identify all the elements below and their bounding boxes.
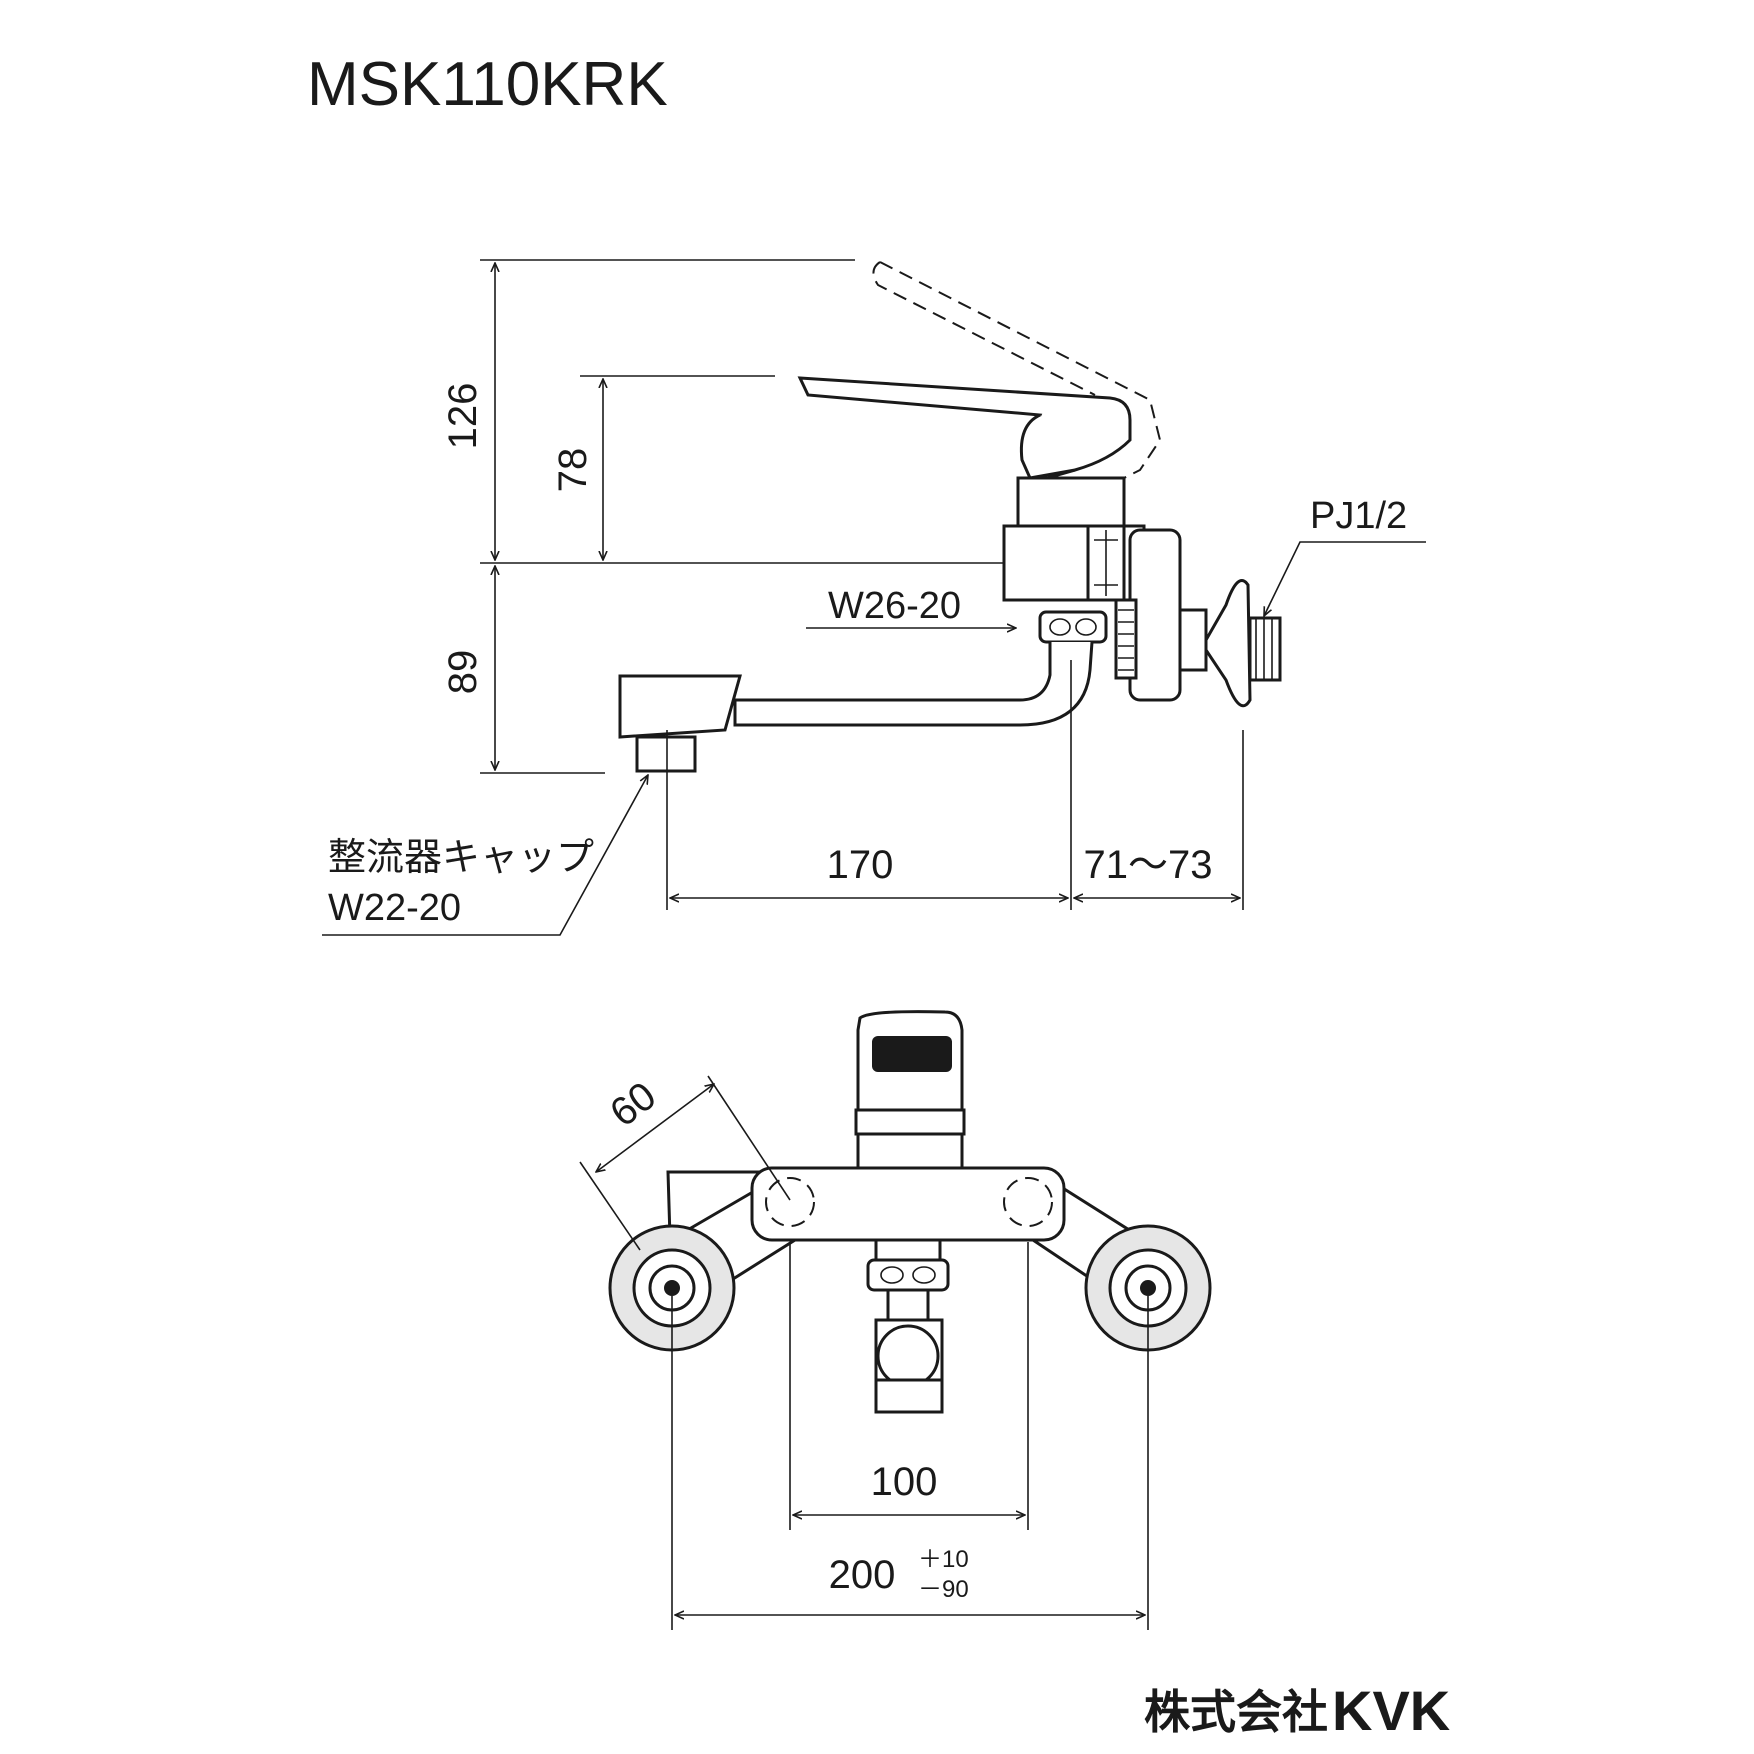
elbow-threads [1118,609,1134,671]
cartridge-body [1016,476,1126,528]
dim-170-text: 170 [827,843,894,887]
dim-100-text: 100 [871,1460,938,1504]
front-swivel-hole-2 [912,1266,936,1284]
company-name: 株式会社 [1144,1686,1328,1738]
dim-200-text: 200 [829,1553,896,1597]
leader-pj [1264,541,1426,616]
front-hidden-port-left [765,1177,815,1227]
spout-pipe [733,641,1094,727]
front-swivel-nut [866,1258,950,1292]
union-nut [1178,608,1208,672]
lever-handle [797,376,1132,482]
model-title: MSK110KRK [307,50,668,119]
front-hidden-port-right [1003,1177,1053,1227]
elbow-nut [1114,598,1138,680]
lever-raised-dashed [872,261,1162,481]
lever-neck [1019,413,1076,480]
front-swivel-hole-1 [880,1266,904,1284]
front-cartridge [856,1132,964,1172]
wall-flange [1204,579,1252,708]
dim-60-line [596,1084,714,1172]
leader-cap [322,775,648,936]
ext-line-60-right [707,1075,791,1201]
front-elbow-left-hole [664,1280,680,1296]
aerator-cap [635,735,697,773]
front-view: 60 100 200 ＋10 －90 [579,1010,1212,1630]
front-spout-neck [886,1288,930,1326]
company-logo: 株式会社 KVK [1144,1679,1450,1742]
front-aerator [874,1378,944,1414]
dim-60-text: 60 [602,1074,664,1136]
dim-78-text: 78 [551,448,595,493]
swivel-hole-1 [1049,618,1071,636]
label-w26: W26-20 [828,585,961,627]
brand-name: KVK [1332,1679,1450,1742]
front-swivel-top [874,1238,942,1262]
side-view: 126 78 89 W26-20 PJ1/ [322,259,1426,936]
ext-line-60-left [579,1161,641,1251]
pipe-thread [1248,616,1282,682]
front-elbow-right-hole [1140,1280,1156,1296]
dim-71-73-text: 71～73 [1084,843,1213,887]
dim-89-text: 89 [441,650,485,695]
label-cap: 整流器キャップ [328,837,594,879]
dim-126-text: 126 [441,383,485,450]
front-lever-grip [872,1036,952,1072]
front-spout-ball [876,1324,940,1388]
label-w22: W22-20 [328,887,461,929]
pipe-thread-detail [1255,618,1273,680]
tolerance-plus: ＋10 [918,1546,969,1573]
front-cap-ring [854,1108,966,1136]
tolerance-minus: －90 [918,1576,969,1603]
label-pj: PJ1/2 [1310,495,1407,537]
spout-head [618,674,742,739]
valve-nut-detail [1094,530,1118,596]
swivel-hole-2 [1075,618,1097,636]
